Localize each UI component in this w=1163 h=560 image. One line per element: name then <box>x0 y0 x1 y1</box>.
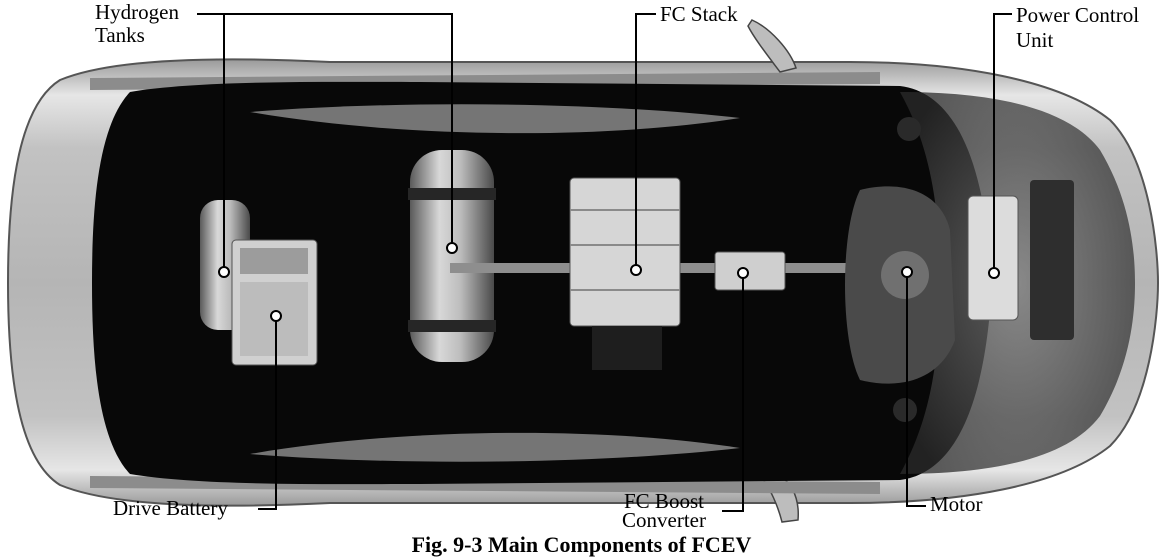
cabin-interior <box>92 81 992 485</box>
marker-rear-tank <box>218 266 230 278</box>
marker-power-control-unit <box>988 267 1000 279</box>
marker-drive-battery <box>270 310 282 322</box>
center-hydrogen-tank <box>410 150 494 362</box>
leader-drive-battery <box>258 316 277 510</box>
leader-lines <box>197 13 1012 512</box>
left-mirror <box>747 19 797 73</box>
marker-motor <box>901 266 913 278</box>
label-motor: Motor <box>930 492 983 516</box>
label-power-control-unit-line1: Power Control <box>1016 3 1140 27</box>
lower-side-reflection <box>250 432 740 462</box>
label-fc-stack: FC Stack <box>660 2 738 26</box>
fc-boost-converter-unit <box>714 251 786 291</box>
front-lower-wheel-hub <box>893 398 917 422</box>
leader-motor <box>906 272 926 507</box>
marker-fc-boost-converter <box>737 267 749 279</box>
leader-power-control-unit <box>993 13 1012 273</box>
label-fc-boost-converter-line2: Converter <box>622 508 706 532</box>
battery-top-panel <box>240 248 308 274</box>
marker-fc-stack <box>630 264 642 276</box>
leader-hydrogen-tanks-center <box>224 13 453 248</box>
leader-fc-stack <box>635 13 656 270</box>
tank-strap-lower <box>408 320 496 332</box>
fc-stack-lower-block <box>592 326 662 370</box>
marker-center-tank <box>446 242 458 254</box>
marker-dots <box>218 242 1000 322</box>
label-drive-battery: Drive Battery <box>113 496 228 520</box>
figure-caption: Fig. 9-3 Main Components of FCEV <box>411 532 752 557</box>
label-hydrogen-tanks-line2: Tanks <box>95 23 145 47</box>
front-upper-wheel-hub <box>897 117 921 141</box>
leader-fc-boost-converter <box>722 273 744 512</box>
label-fc-boost-converter-line1: FC Boost <box>624 489 704 513</box>
fc-stack-unit <box>569 177 681 327</box>
front-compartment-block <box>1030 180 1074 340</box>
upper-side-reflection <box>250 104 740 134</box>
label-power-control-unit-line2: Unit <box>1016 28 1054 52</box>
label-hydrogen-tanks-line1: Hydrogen <box>95 0 179 24</box>
